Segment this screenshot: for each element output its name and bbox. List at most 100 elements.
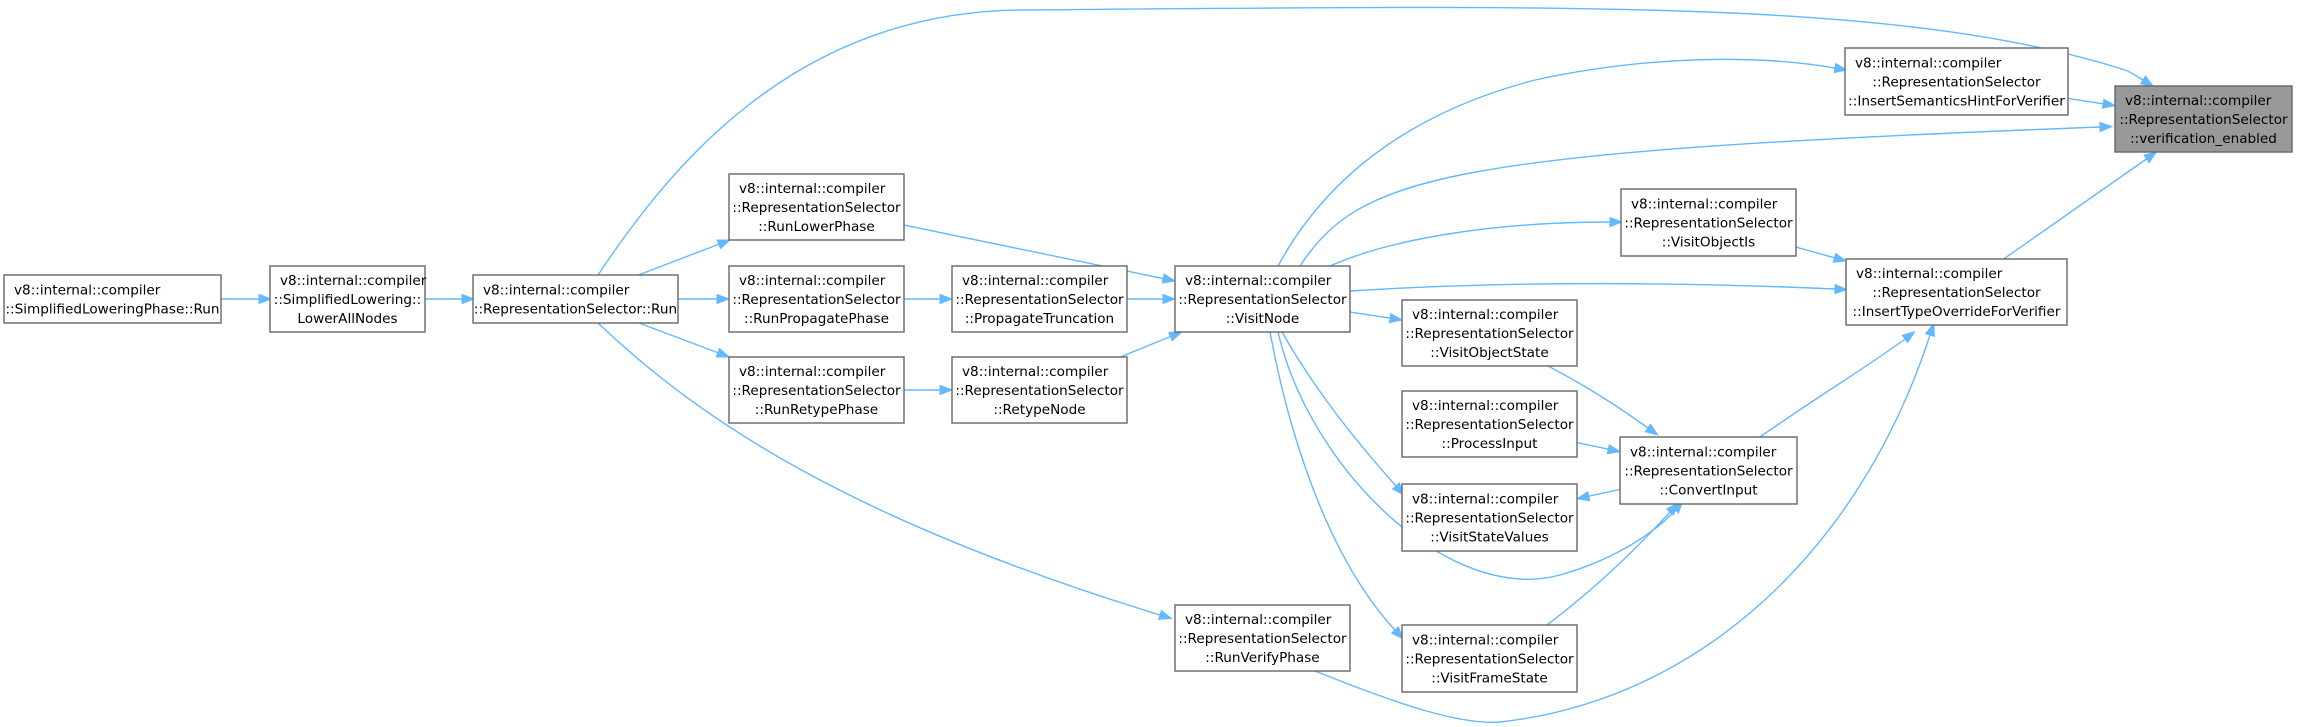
node-label-line: v8::internal::compiler (1630, 445, 1777, 461)
edge-RunVerifyPhase-to-InsertTypeOverrideForVerifier (1314, 322, 1935, 723)
node-InsertTypeOverrideForVerifier[interactable]: v8::internal::compiler::RepresentationSe… (1845, 258, 2068, 326)
node-verification_enabled: v8::internal::compiler::RepresentationSe… (2114, 85, 2293, 153)
node-label-line: v8::internal::compiler (14, 283, 161, 299)
node-box (951, 265, 1128, 333)
node-label-line: ::RepresentationSelector (1624, 464, 1793, 480)
edge-line (1349, 282, 1836, 292)
edge-line (597, 6, 2144, 276)
edge-line (1329, 221, 1611, 267)
edge-Run-to-RunPropagatePhase (678, 293, 731, 305)
node-label-line: ::RepresentationSelector (1178, 292, 1347, 308)
node-label-line: ::verification_enabled (2130, 131, 2277, 147)
node-label-line: ::RepresentationSelector (955, 383, 1124, 399)
node-box (728, 265, 905, 333)
node-SimplifiedLoweringPhaseRun[interactable]: v8::internal::compiler::SimplifiedLoweri… (3, 274, 222, 324)
edge-arrowhead (715, 347, 731, 358)
edge-line (1547, 365, 1649, 429)
edge-VisitNode-to-InsertTypeOverrideForVerifier (1349, 282, 1849, 295)
node-label-line: ::RepresentationSelector (2119, 112, 2288, 128)
edge-line (2067, 97, 2104, 105)
edge-line (1314, 334, 1931, 723)
node-label-line: ::VisitFrameState (1431, 671, 1547, 687)
node-label-line: v8::internal::compiler (280, 273, 427, 289)
node-label-line: ::RepresentationSelector (1624, 216, 1793, 232)
node-label-line: ::RepresentationSelector (1405, 652, 1574, 668)
node-label-line: ::RepresentationSelector (1872, 75, 2041, 91)
node-label-line: v8::internal::compiler (1412, 633, 1559, 649)
edge-SimplifiedLoweringPhaseRun-to-LowerAllNodes (221, 293, 273, 305)
node-label-line: v8::internal::compiler (1185, 612, 1332, 628)
node-box (3, 274, 222, 324)
edge-arrowhead (2099, 121, 2114, 133)
node-label-line: ::RunRetypePhase (755, 402, 878, 418)
edge-arrowhead (716, 293, 731, 305)
node-label-line: ::RunVerifyPhase (1205, 650, 1319, 666)
edge-line (1546, 511, 1671, 626)
edge-arrowhead (1606, 443, 1622, 455)
node-label-line: ::RepresentationSelector (955, 292, 1124, 308)
edge-line (1277, 58, 1836, 267)
node-label-line: v8::internal::compiler (483, 283, 630, 299)
node-box (2114, 85, 2293, 153)
edge-arrowhead (1168, 331, 1183, 342)
edge-VisitNode-to-verification_enabled (1299, 121, 2114, 267)
node-box (1844, 47, 2069, 116)
node-VisitStateValues[interactable]: v8::internal::compiler::RepresentationSe… (1401, 483, 1578, 552)
node-label-line: ::RepresentationSelector (732, 383, 901, 399)
node-Run[interactable]: v8::internal::compiler::RepresentationSe… (472, 274, 679, 324)
edge-arrowhead (1832, 252, 1848, 263)
edge-arrowhead (939, 293, 954, 305)
edge-Run-to-RunRetypePhase (638, 322, 731, 358)
edge-arrowhead (1901, 331, 1916, 344)
edge-line (638, 322, 719, 354)
node-RunRetypePhase[interactable]: v8::internal::compiler::RepresentationSe… (728, 356, 905, 424)
node-label-line: ::ProcessInput (1442, 436, 1538, 452)
node-label-line: v8::internal::compiler (739, 181, 886, 197)
node-label-line: ::RunLowerPhase (758, 219, 875, 235)
node-ProcessInput[interactable]: v8::internal::compiler::RepresentationSe… (1401, 390, 1578, 458)
edge-ProcessInput-to-ConvertInput (1576, 441, 1622, 455)
node-label-line: ::RepresentationSelector::Run (474, 302, 677, 318)
node-box (1619, 436, 1798, 505)
node-label-line: ::RetypeNode (993, 402, 1085, 418)
node-label-line: ::RepresentationSelector (1178, 631, 1347, 647)
node-RetypeNode[interactable]: v8::internal::compiler::RepresentationSe… (951, 356, 1128, 424)
node-PropagateTruncation[interactable]: v8::internal::compiler::RepresentationSe… (951, 265, 1128, 333)
edge-ConvertInput-to-VisitStateValues (1575, 488, 1621, 502)
node-LowerAllNodes[interactable]: v8::internal::compiler::SimplifiedLoweri… (269, 265, 427, 333)
node-label-line: ::SimplifiedLoweringPhase::Run (5, 302, 219, 318)
node-box (1174, 604, 1351, 672)
node-box (728, 173, 905, 241)
node-RunVerifyPhase[interactable]: v8::internal::compiler::RepresentationSe… (1174, 604, 1351, 672)
node-VisitNode[interactable]: v8::internal::compiler::RepresentationSe… (1174, 265, 1351, 333)
node-label-line: LowerAllNodes (297, 311, 397, 327)
node-VisitObjectState[interactable]: v8::internal::compiler::RepresentationSe… (1401, 299, 1578, 367)
node-box (1401, 624, 1578, 693)
edge-line (1299, 126, 2101, 267)
edge-arrowhead (461, 293, 476, 305)
node-box (1401, 390, 1578, 458)
node-label-line: ::RepresentationSelector (732, 292, 901, 308)
node-VisitObjectIs[interactable]: v8::internal::compiler::RepresentationSe… (1620, 188, 1797, 257)
node-label-line: ::RunPropagatePhase (744, 311, 889, 327)
edge-arrowhead (2139, 75, 2155, 87)
node-label-line: ::PropagateTruncation (965, 311, 1114, 327)
edge-Run-to-RunLowerPhase (638, 239, 732, 276)
edge-Run-to-RunVerifyPhase (597, 322, 1173, 620)
edge-layer (221, 6, 2158, 723)
node-ConvertInput[interactable]: v8::internal::compiler::RepresentationSe… (1619, 436, 1798, 505)
edge-line (638, 243, 720, 276)
node-VisitFrameState[interactable]: v8::internal::compiler::RepresentationSe… (1401, 624, 1578, 693)
node-RunPropagatePhase[interactable]: v8::internal::compiler::RepresentationSe… (728, 265, 905, 333)
edge-VisitNode-to-VisitObjectState (1349, 311, 1404, 324)
edge-arrowhead (258, 293, 273, 305)
edge-arrowhead (1665, 502, 1680, 516)
node-label-line: ::RepresentationSelector (1405, 511, 1574, 527)
edge-LowerAllNodes-to-Run (425, 293, 476, 305)
node-InsertSemanticsHintForVerifier[interactable]: v8::internal::compiler::RepresentationSe… (1844, 47, 2069, 116)
node-RunLowerPhase[interactable]: v8::internal::compiler::RepresentationSe… (728, 173, 905, 241)
node-box (1401, 299, 1578, 367)
node-label-line: v8::internal::compiler (1631, 197, 1778, 213)
edge-line (1277, 331, 1676, 580)
node-label-line: ::SimplifiedLowering:: (274, 292, 421, 308)
